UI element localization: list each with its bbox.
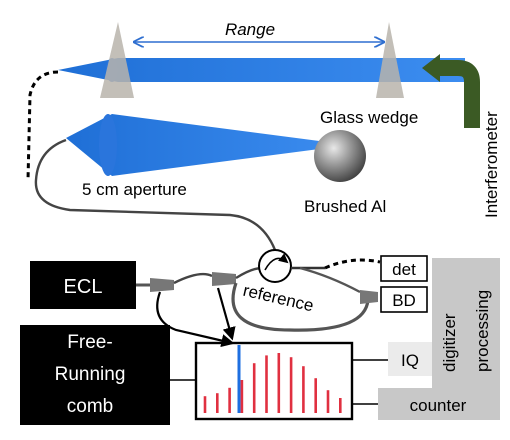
comb-line3: comb (67, 396, 113, 417)
comb-box (20, 325, 170, 425)
interferometer-arrowhead (422, 54, 440, 82)
dashed-fiber-top (26, 70, 59, 181)
fiber-aperture (34, 138, 277, 251)
aperture-beam (66, 114, 350, 176)
coupler-1 (150, 278, 174, 292)
coupler-2 (212, 272, 236, 286)
det-box (380, 255, 428, 282)
spectrum-lines (203, 345, 342, 413)
circulator (258, 249, 292, 283)
det-label: det (392, 260, 416, 279)
aperture-label: 5 cm aperture (82, 180, 187, 199)
comb-line1: Free- (67, 332, 112, 353)
fiber-ref-top (299, 266, 361, 294)
processing-label: processing (473, 290, 492, 372)
fiber-to-coupler2 (173, 272, 213, 285)
ecl-label: ECL (64, 276, 103, 298)
iq-box (388, 342, 432, 376)
comb-line2: Running (55, 364, 126, 385)
spectrum-panel (194, 341, 354, 421)
arrow-to-spectrum-1 (156, 291, 235, 348)
dashed-fiber-det (324, 258, 381, 270)
glass-wedge-label: Glass wedge (320, 108, 418, 127)
bd-box (380, 286, 428, 313)
ecl-box (30, 261, 136, 309)
arrow-to-spectrum-2 (216, 287, 236, 341)
bd-label: BD (392, 291, 416, 310)
digitizer-label: digitizer (440, 313, 459, 372)
left-wedge (100, 22, 134, 98)
glass-wedge (376, 22, 404, 98)
target-label: Brushed Al (304, 197, 386, 216)
coupler-3 (360, 290, 378, 304)
interferometer-arrow (438, 60, 480, 128)
counter-box (378, 388, 500, 420)
range-label: Range (225, 20, 275, 39)
reference-loop (231, 282, 370, 332)
counter-label: counter (410, 396, 467, 415)
interferometer-label: Interferometer (482, 111, 501, 218)
iq-label: IQ (401, 351, 419, 370)
brushed-al-target (314, 130, 366, 182)
reference-label: reference (241, 281, 315, 316)
fiber-to-circulator (235, 266, 263, 280)
